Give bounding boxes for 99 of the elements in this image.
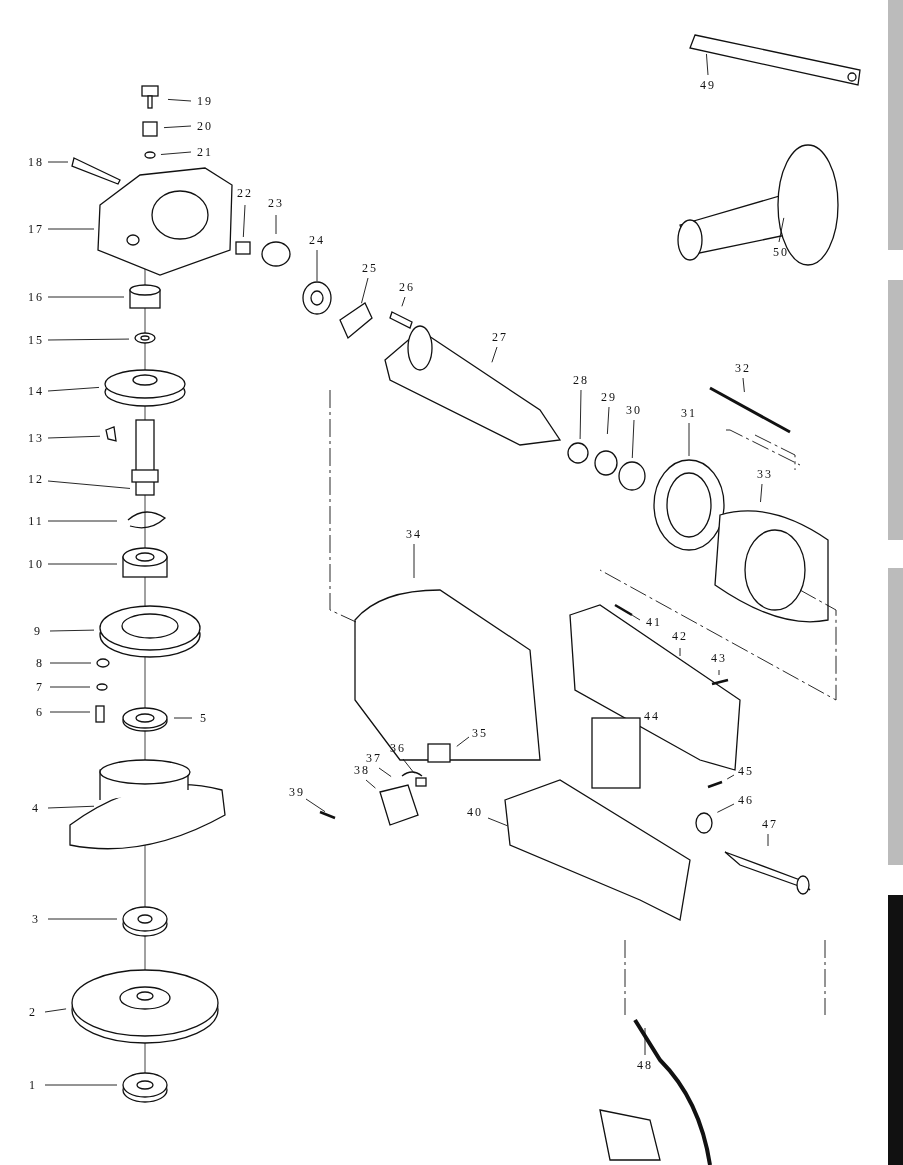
callout-number: 21	[197, 145, 213, 159]
callout-number: 29	[601, 390, 617, 404]
callout-number: 37	[366, 751, 382, 765]
leader-line	[767, 833, 769, 847]
leader-line	[644, 1027, 646, 1056]
callout-number: 14	[28, 384, 44, 398]
leader-line	[402, 758, 415, 774]
callout-number: 11	[28, 514, 44, 528]
callout-number: 46	[738, 793, 754, 807]
leader-line	[47, 918, 118, 920]
leader-line	[631, 419, 635, 459]
callout-number: 12	[28, 472, 44, 486]
leader-line	[47, 228, 95, 230]
callout-number: 27	[492, 330, 508, 344]
callout-number: 39	[289, 785, 305, 799]
callout-number: 48	[637, 1058, 653, 1072]
leader-line	[160, 151, 192, 155]
callout-number: 25	[362, 261, 378, 275]
callout-number: 41	[646, 615, 662, 629]
leader-line	[49, 629, 95, 632]
leader-line	[167, 98, 192, 102]
leader-line	[49, 686, 91, 688]
leader-line	[778, 217, 785, 243]
callout-number: 24	[309, 233, 325, 247]
leader-line	[760, 483, 763, 503]
callout-number: 50	[773, 245, 789, 259]
callout-number: 6	[36, 705, 44, 719]
callout-number: 19	[197, 94, 213, 108]
callout-number: 16	[28, 290, 44, 304]
callout-number: 31	[681, 406, 697, 420]
callout-number: 10	[28, 557, 44, 571]
callout-number: 17	[28, 222, 44, 236]
callout-number: 18	[28, 155, 44, 169]
leader-line	[47, 435, 101, 439]
leader-line	[305, 798, 326, 813]
callout-number: 22	[237, 186, 253, 200]
leader-line	[47, 480, 131, 489]
leader-line	[173, 717, 193, 719]
callout-number: 5	[200, 711, 208, 725]
leader-line	[742, 377, 745, 393]
callout-number: 23	[268, 196, 284, 210]
callout-number: 32	[735, 361, 751, 375]
callout-number: 3	[32, 912, 40, 926]
leader-line	[44, 1084, 118, 1086]
leader-line	[44, 1008, 67, 1013]
leader-line	[579, 389, 582, 440]
callout-number: 34	[406, 527, 422, 541]
leader-line	[242, 204, 246, 238]
callout-number: 42	[672, 629, 688, 643]
callout-number: 2	[29, 1005, 37, 1019]
callout-number: 38	[354, 763, 370, 777]
leader-line	[365, 779, 376, 789]
callout-number: 33	[757, 467, 773, 481]
callout-number: 9	[34, 624, 42, 638]
leader-line	[606, 406, 610, 435]
leader-line	[47, 338, 130, 341]
callout-number: 7	[36, 680, 44, 694]
leader-line	[718, 669, 720, 676]
callout-number: 28	[573, 373, 589, 387]
leader-line	[316, 249, 318, 282]
callout-number: 36	[390, 741, 406, 755]
leader-line	[631, 614, 641, 621]
leader-line	[49, 711, 91, 713]
leader-line	[361, 277, 369, 304]
callout-number: 8	[36, 656, 44, 670]
callout-number: 20	[197, 119, 213, 133]
callout-number: 30	[626, 403, 642, 417]
callout-number: 15	[28, 333, 44, 347]
leader-line	[163, 125, 192, 129]
callout-number: 49	[700, 78, 716, 92]
callout-number: 45	[738, 764, 754, 778]
callout-number: 44	[644, 709, 660, 723]
leader-line	[49, 662, 92, 664]
leader-line	[47, 296, 125, 298]
callout-number: 13	[28, 431, 44, 445]
leader-line	[716, 803, 735, 813]
callout-number: 4	[32, 801, 40, 815]
leader-line	[688, 422, 690, 457]
leader-line	[487, 817, 508, 827]
callout-number: 43	[711, 651, 727, 665]
leader-line	[491, 346, 498, 363]
leader-line	[401, 296, 406, 307]
leader-line	[47, 161, 69, 163]
leader-line	[47, 805, 95, 809]
leader-line	[275, 214, 277, 235]
leader-line	[413, 543, 415, 579]
leader-line	[706, 53, 709, 76]
callout-number: 40	[467, 805, 483, 819]
leader-line	[47, 520, 118, 522]
callout-number: 1	[29, 1078, 37, 1092]
callout-number: 47	[762, 817, 778, 831]
callout-number: 26	[399, 280, 415, 294]
callout-number: 35	[472, 726, 488, 740]
leader-line	[378, 767, 392, 777]
leader-line	[456, 736, 470, 747]
leader-line	[47, 563, 118, 565]
leader-line	[47, 386, 100, 392]
leader-line	[679, 647, 681, 657]
leader-line	[726, 774, 735, 780]
